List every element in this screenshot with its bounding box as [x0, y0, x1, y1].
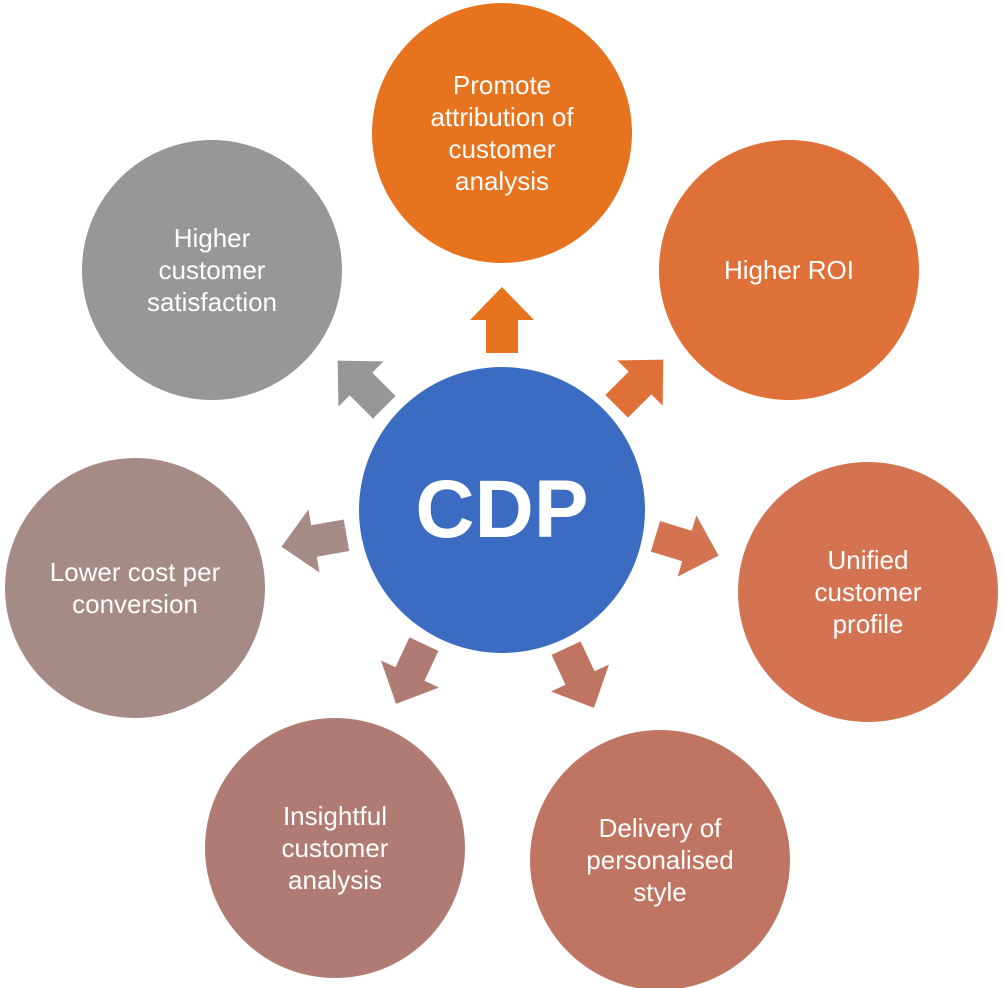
center-node-cdp: CDP [359, 367, 645, 653]
arrow-icon [650, 515, 719, 577]
node-higher-roi: Higher ROI [659, 140, 919, 400]
node-lower-cost: Lower cost per conversion [5, 458, 265, 718]
arrow-icon [380, 637, 440, 704]
node-personalised-style: Delivery of personalised style [530, 730, 790, 988]
arrow-icon [550, 641, 610, 708]
node-customer-satisfaction: Higher customer satisfaction [82, 140, 342, 400]
arrow-icon [281, 509, 350, 573]
arrow-icon [337, 360, 396, 419]
node-promote-attribution: Promote attribution of customer analysis [372, 3, 632, 263]
arrow-icon [470, 287, 534, 353]
node-unified-profile: Unified customer profile [738, 462, 998, 722]
arrow-icon [605, 359, 664, 418]
node-insightful-analysis: Insightful customer analysis [205, 718, 465, 978]
